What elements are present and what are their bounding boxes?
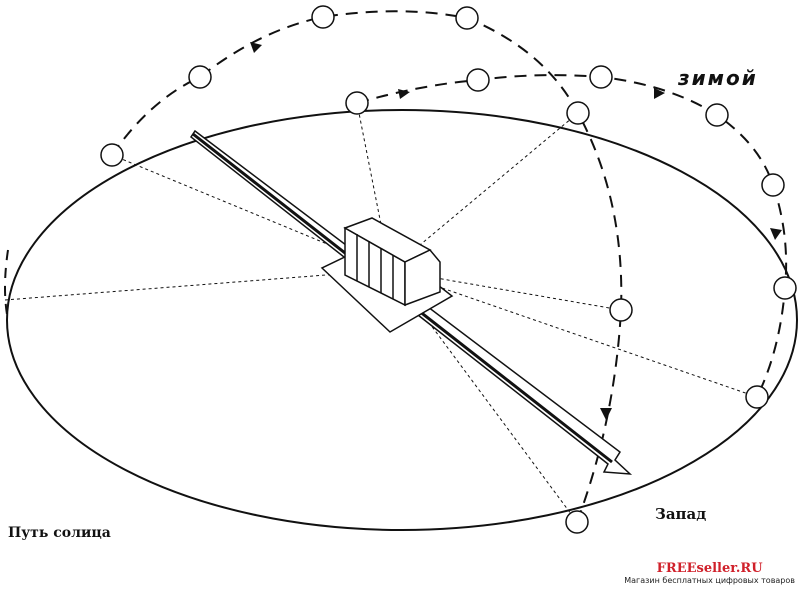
- sun-positions: [100, 5, 797, 534]
- horizon-ellipse: [6, 109, 798, 531]
- sun-path-left-arc: [4, 249, 9, 321]
- west-label: Запад: [655, 505, 707, 523]
- house: [320, 217, 454, 333]
- winter-label: зимой: [678, 66, 758, 90]
- sun-path-label: Путь солица: [8, 525, 111, 541]
- projection-lines: [4, 102, 758, 523]
- watermark-tagline: Магазин бесплатных цифровых товаров: [624, 576, 795, 585]
- direction-arrowheads: [250, 42, 782, 420]
- watermark: FREEseller.RU Магазин бесплатных цифровы…: [622, 560, 797, 587]
- summer-sun-path: [111, 10, 623, 523]
- watermark-brand: FREEseller.RU: [656, 561, 763, 576]
